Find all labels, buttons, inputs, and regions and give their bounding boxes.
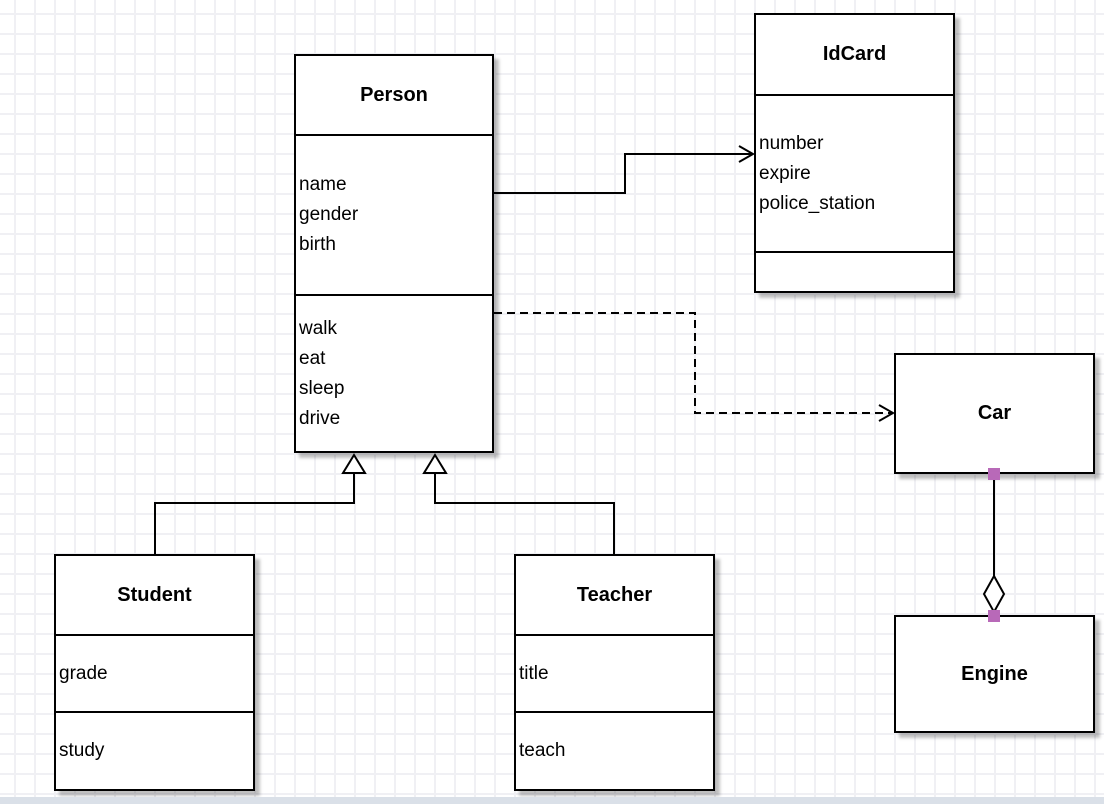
open-arrowhead-icon (878, 404, 896, 422)
methods-compartment: teach (516, 711, 713, 789)
hollow-triangle-icon (422, 453, 448, 474)
attribute: number (759, 132, 824, 154)
dependency-line[interactable] (494, 312, 891, 414)
horizontal-scrollbar-track[interactable] (0, 797, 1104, 804)
edge-aggregation-car-engine[interactable] (982, 468, 1006, 622)
attribute: gender (299, 204, 359, 225)
class-box-car[interactable]: Car (894, 353, 1095, 474)
methods-compartment (756, 251, 953, 291)
class-title: Student (117, 583, 192, 606)
inheritance-line[interactable] (154, 474, 355, 554)
method: sleep (299, 377, 345, 399)
inheritance-line[interactable] (434, 474, 615, 554)
edge-association-person-idcard[interactable] (494, 145, 756, 194)
class-box-student[interactable]: Student grade study (54, 554, 255, 791)
hollow-diamond-icon (982, 573, 1006, 615)
attributes-compartment: grade (56, 634, 253, 711)
class-title: IdCard (822, 43, 887, 65)
hollow-triangle-icon (341, 453, 367, 474)
method: eat (299, 347, 326, 369)
class-title: Car (977, 402, 1012, 424)
edge-inheritance-teacher-person[interactable] (422, 453, 615, 554)
attribute: birth (299, 234, 336, 255)
association-line[interactable] (494, 153, 751, 194)
class-title: Teacher (576, 583, 653, 606)
methods-compartment: study (56, 711, 253, 789)
method: teach (519, 740, 566, 761)
open-arrowhead-icon (738, 145, 756, 163)
method: drive (299, 407, 341, 429)
class-box-idcard[interactable]: IdCard number expire police_station (754, 13, 955, 293)
class-box-person[interactable]: Person name gender birth walk eat sleep … (294, 54, 494, 453)
attributes-compartment: name gender birth (296, 134, 492, 294)
methods-compartment: walk eat sleep drive (296, 294, 492, 451)
attribute: expire (759, 162, 811, 184)
edge-inheritance-student-person[interactable] (154, 453, 367, 554)
method: study (59, 740, 105, 761)
edge-dependency-person-car[interactable] (494, 312, 896, 422)
attributes-compartment: number expire police_station (756, 94, 953, 251)
attributes-compartment: title (516, 634, 713, 711)
attribute: name (299, 174, 347, 195)
class-box-teacher[interactable]: Teacher title teach (514, 554, 715, 791)
attribute: grade (59, 662, 108, 684)
attribute: title (519, 662, 549, 684)
class-title: Person (360, 83, 428, 106)
attribute: police_station (759, 192, 876, 214)
class-box-engine[interactable]: Engine (894, 615, 1095, 733)
method: walk (299, 317, 338, 339)
class-title: Engine (961, 662, 1028, 685)
